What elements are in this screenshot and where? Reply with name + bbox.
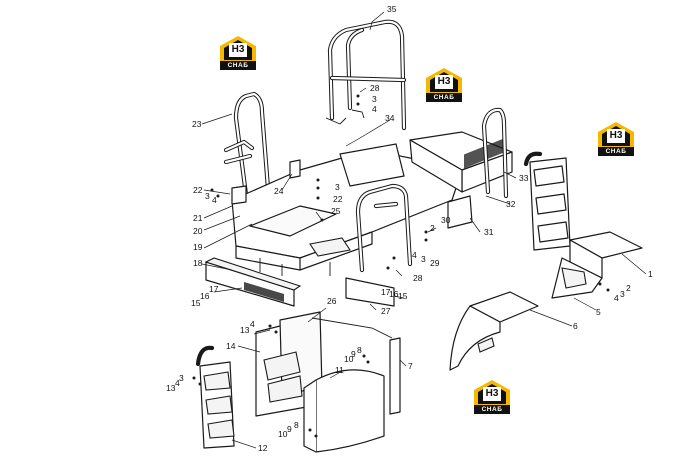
callout-label: 28 (413, 273, 423, 283)
callout-label: 8 (357, 345, 362, 355)
logo-text: СНАБ (426, 93, 462, 102)
callout-label: 20 (193, 226, 203, 236)
callout-label: 34 (385, 113, 395, 123)
callout-label: 8 (294, 420, 299, 430)
logo-mark: H3 (607, 129, 625, 143)
side-plate (447, 195, 473, 229)
callout-label: 12 (258, 443, 268, 453)
right-ladder (523, 151, 571, 251)
main-platform (231, 143, 461, 276)
logo-mark: H3 (483, 387, 501, 401)
callout-label: 30 (441, 215, 451, 225)
callout-label: 28 (370, 83, 380, 93)
left-handrail (223, 91, 273, 217)
callout-label: 11 (335, 365, 344, 375)
logo-mark: H3 (435, 75, 453, 89)
callout-label: 16 (389, 289, 399, 299)
brand-logo: H3 СНАБ (220, 36, 256, 70)
callout-label: 25 (331, 206, 341, 216)
callout-label: 4 (412, 250, 417, 260)
callout-label: 17 (381, 287, 391, 297)
right-deck-handrail (481, 107, 509, 199)
brand-logo: H3 СНАБ (598, 122, 634, 156)
callout-label: 9 (287, 424, 292, 434)
callout-label: 3 (179, 373, 184, 383)
callout-label: 33 (519, 173, 529, 183)
callout-label: 3 (421, 254, 426, 264)
callout-label: 4 (250, 319, 255, 329)
callout-label: 1 (648, 269, 653, 279)
bottom-cover (303, 369, 385, 453)
callout-label: 6 (573, 321, 578, 331)
callout-label: 13 (240, 325, 250, 335)
callout-label: 3 (620, 289, 625, 299)
callout-label: 15 (398, 291, 408, 301)
logo-text: СНАБ (220, 61, 256, 70)
callout-label: 27 (381, 306, 391, 316)
bracket-24 (289, 159, 301, 179)
logo-text: СНАБ (598, 147, 634, 156)
callout-label: 18 (193, 258, 203, 268)
callout-label: 4 (212, 195, 217, 205)
callout-label: 13 (166, 383, 176, 393)
callout-label: 29 (430, 258, 440, 268)
leader-lines (201, 11, 647, 449)
brand-logo: H3 СНАБ (426, 68, 462, 102)
callout-label: 16 (200, 291, 210, 301)
callout-label: 24 (274, 186, 284, 196)
callout-label: 19 (193, 242, 203, 252)
callout-label: 10 (278, 429, 288, 439)
callout-label: 4 (175, 378, 180, 388)
callout-label: 35 (387, 4, 397, 14)
step-box (551, 231, 643, 299)
center-handrail (355, 183, 413, 273)
logo-mark: H3 (229, 43, 247, 57)
callout-label: 7 (408, 361, 413, 371)
callout-label: 22 (333, 194, 343, 204)
callout-label: 3 (372, 94, 377, 104)
callout-label: 3 (205, 191, 210, 201)
callout-label: 22 (193, 185, 203, 195)
callout-label: 4 (614, 293, 619, 303)
rear-fender (449, 291, 539, 371)
logo-text: СНАБ (474, 405, 510, 414)
callout-label: 9 (351, 349, 356, 359)
lower-ladder (195, 345, 235, 449)
callout-label: 21 (193, 213, 203, 223)
rear-handrail (325, 19, 407, 131)
callout-label: 32 (506, 199, 516, 209)
callout-label: 10 (344, 354, 354, 364)
callout-label: 4 (372, 104, 377, 114)
callout-label: 26 (327, 296, 337, 306)
callout-label: 31 (484, 227, 494, 237)
callout-label: 5 (596, 307, 601, 317)
left-panel-grille (244, 282, 284, 302)
callout-label: 14 (226, 341, 236, 351)
callout-label: 2 (626, 283, 631, 293)
bracket-21 (231, 185, 247, 205)
brand-logo: H3 СНАБ (474, 380, 510, 414)
callout-label: 23 (192, 119, 202, 129)
vertical-strip (389, 337, 401, 415)
center-lower-panel (345, 277, 395, 307)
callout-label: 15 (191, 298, 201, 308)
lower-frame-assembly (255, 311, 393, 417)
callout-label: 3 (335, 182, 340, 192)
callout-label: 17 (209, 284, 219, 294)
fasteners (192, 94, 610, 438)
callout-label: 2 (430, 223, 435, 233)
